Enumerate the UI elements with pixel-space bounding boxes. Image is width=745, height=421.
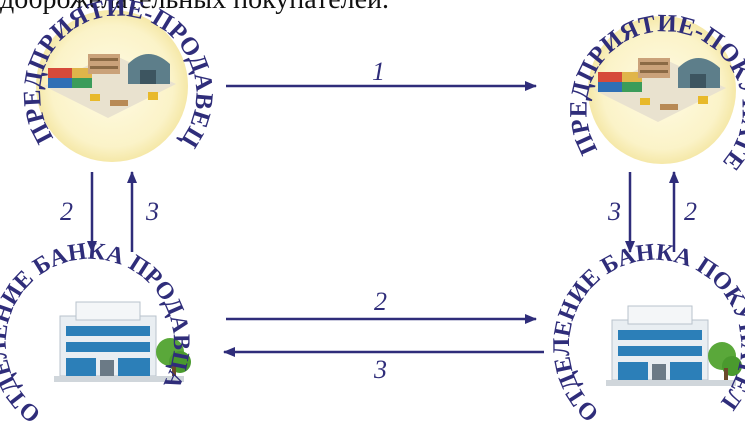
seller-enterprise-node: ПРЕДПРИЯТИЕ-ПРОДАВЕЦ [19,0,218,162]
bank-building-icon [606,306,742,386]
seller-bank-node: ОТДЕЛЕНИЕ БАНКА ПРОДАВЦА [0,239,194,421]
arrow-number-label: 2 [374,287,387,316]
arrow-number-label: 3 [145,197,159,226]
arrow-number-label: 2 [60,197,73,226]
arrow-number-label: 3 [373,355,387,384]
arrow-number-label: 2 [684,197,697,226]
arrow-number-label: 1 [372,57,385,86]
arrow-number-label: 3 [607,197,621,226]
